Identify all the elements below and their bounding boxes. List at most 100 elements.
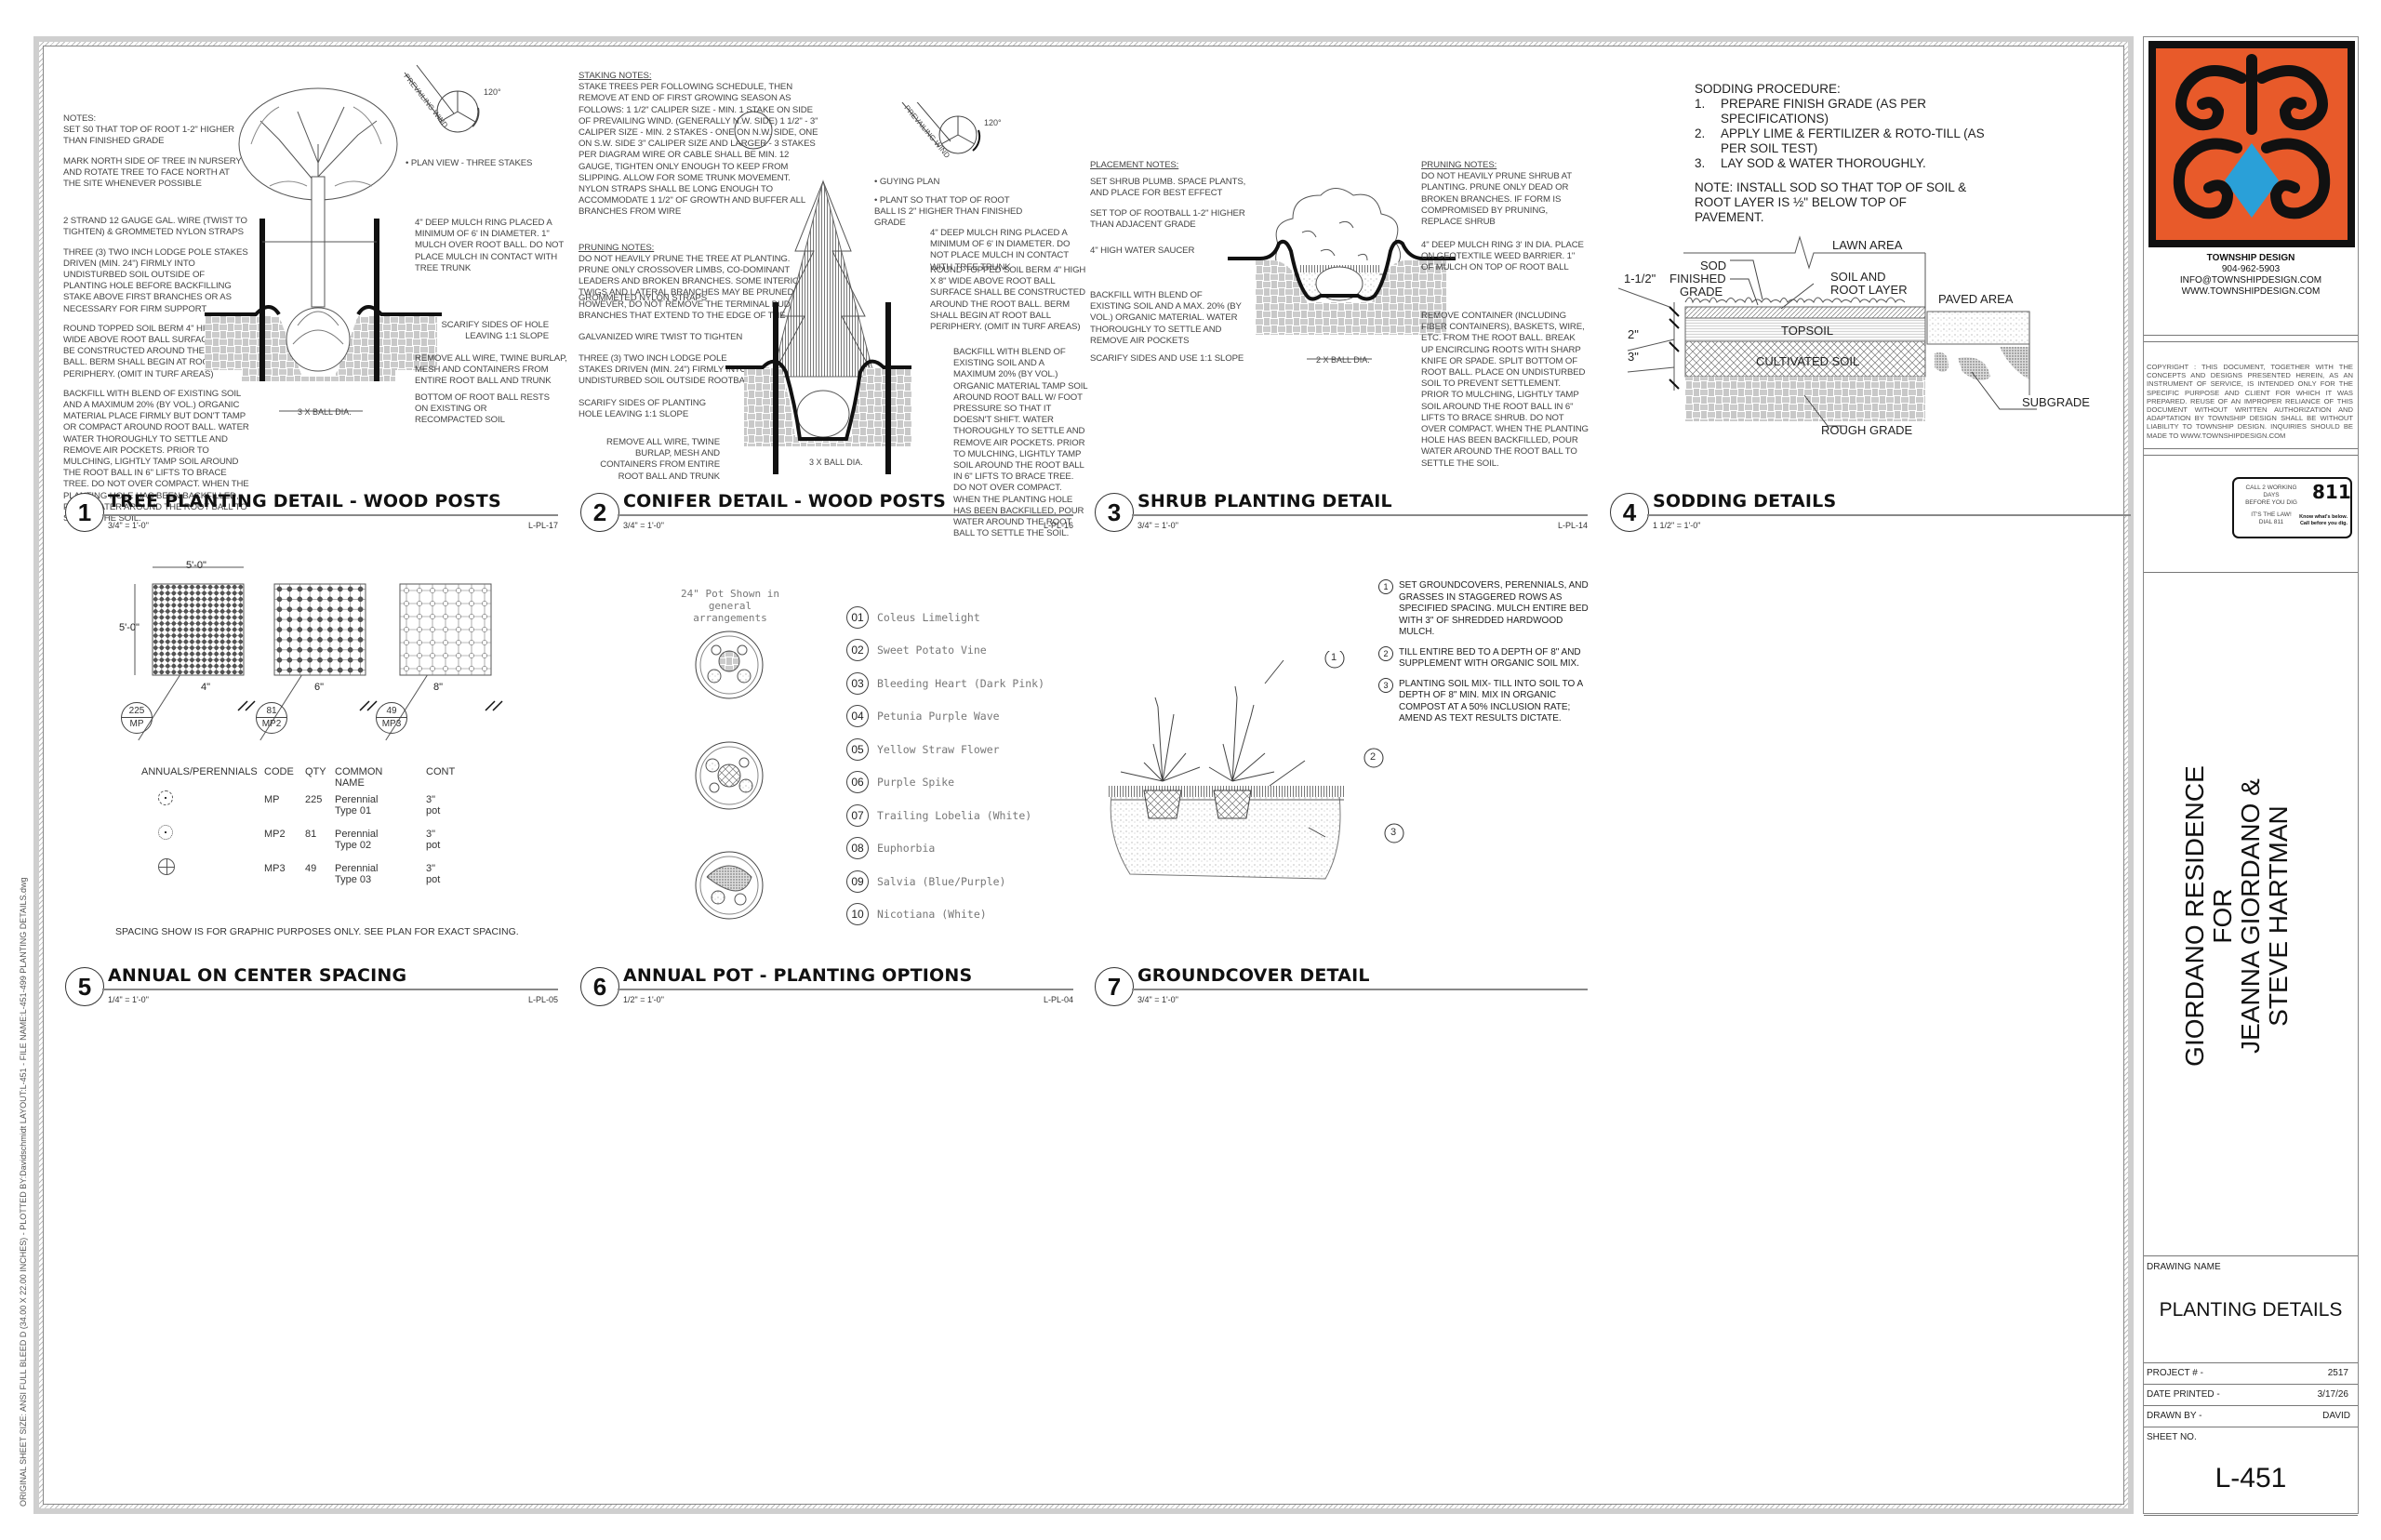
dim-tick bbox=[359, 700, 370, 711]
plant-point bbox=[153, 633, 158, 638]
plant-point bbox=[276, 586, 283, 592]
plant-point bbox=[202, 651, 206, 657]
plant-point bbox=[357, 617, 364, 622]
plant-point bbox=[219, 633, 225, 638]
plant-point bbox=[482, 627, 487, 632]
company-website[interactable]: WWW.TOWNSHIPDESIGN.COM bbox=[2181, 286, 2321, 297]
plant-point bbox=[171, 670, 177, 675]
sodding-step: APPLY LIME & FERTILIZER & ROTO-TILL (AS … bbox=[1721, 126, 1985, 155]
detail-number: 3 bbox=[1095, 493, 1134, 532]
plant-point bbox=[207, 615, 213, 620]
plant-point bbox=[159, 633, 165, 638]
plant-point bbox=[219, 591, 225, 596]
dim-tick bbox=[237, 700, 248, 711]
plant-point bbox=[232, 651, 237, 657]
plant-point bbox=[202, 615, 206, 620]
plant-point bbox=[232, 639, 237, 644]
project-title-line: JEANNA GIORDANO & bbox=[2236, 778, 2265, 1054]
plant-point bbox=[171, 645, 177, 650]
plant-point bbox=[417, 653, 422, 658]
plant-point bbox=[219, 639, 225, 644]
plant-point bbox=[347, 657, 353, 663]
grade-line bbox=[205, 305, 442, 316]
date-printed-value: 3/17/26 bbox=[2317, 1389, 2348, 1400]
plant-point bbox=[226, 663, 232, 669]
plant-point bbox=[202, 645, 206, 650]
company-email[interactable]: INFO@TOWNSHIPDESIGN.COM bbox=[2179, 275, 2322, 285]
company-phone[interactable]: 904-962-5903 bbox=[2221, 264, 2281, 274]
plant-point bbox=[232, 670, 237, 675]
detail-title-text: ANNUAL POT - PLANTING OPTIONS bbox=[623, 965, 973, 986]
call-811-badge: CALL 2 WORKING DAYS BEFORE YOU DIG IT'S … bbox=[2232, 477, 2352, 538]
conifer-guying-label: • GUYING PLAN bbox=[874, 177, 940, 187]
project-title-line: GIORDANO RESIDENCE bbox=[2180, 765, 2209, 1067]
detail-number: 4 bbox=[1610, 493, 1649, 532]
plant-point bbox=[469, 666, 474, 671]
detail-title-text: CONIFER DETAIL - WOOD POSTS bbox=[623, 491, 946, 511]
plant-point bbox=[202, 633, 206, 638]
plant-point bbox=[165, 633, 170, 638]
conifer-angle-label: 120° bbox=[984, 118, 1002, 127]
plant-point bbox=[226, 596, 232, 602]
shrub-pruning-heading: PRUNING NOTES: bbox=[1421, 160, 1497, 170]
plant-point bbox=[195, 670, 201, 675]
plant-point bbox=[165, 621, 170, 626]
plant-point bbox=[178, 621, 182, 626]
plant-point bbox=[238, 627, 244, 632]
plant-point bbox=[178, 591, 182, 596]
plant-point bbox=[307, 627, 313, 632]
drawn-by-value: DAVID bbox=[2322, 1411, 2350, 1421]
plant-point bbox=[286, 596, 293, 603]
plant-point bbox=[337, 646, 343, 653]
row-name: Perennial Type 02 bbox=[335, 829, 379, 851]
detail-title-4: 4 SODDING DETAILS 1 1/2" = 1'-0" bbox=[1610, 491, 2131, 549]
spacing-label-2: 6" bbox=[314, 682, 325, 693]
plan-view-three-stakes bbox=[404, 64, 480, 133]
plant-point bbox=[443, 588, 448, 593]
plant-point bbox=[276, 596, 283, 603]
plant-point bbox=[202, 670, 206, 675]
plant-point bbox=[417, 588, 422, 593]
plant-point bbox=[207, 639, 213, 644]
detail-title-3: 3 SHRUB PLANTING DETAIL 3/4" = 1'-0" L-P… bbox=[1095, 491, 1588, 549]
plant-point bbox=[214, 645, 219, 650]
plant-point bbox=[232, 633, 237, 638]
pot-item-name: Trailing Lobelia (White) bbox=[877, 808, 1032, 822]
plant-point bbox=[307, 586, 313, 592]
conifer-label-scarify: SCARIFY SIDES OF PLANTING HOLE LEAVING 1… bbox=[579, 398, 706, 420]
conifer-label-plant: • PLANT SO THAT TOP OF ROOT BALL IS 2" H… bbox=[874, 195, 1023, 229]
row-code: MP bbox=[264, 794, 280, 805]
soil-pit bbox=[242, 316, 395, 381]
tag-code: MP bbox=[129, 719, 144, 729]
pot-item-name: Petunia Purple Wave bbox=[877, 710, 1000, 724]
plant-point bbox=[430, 653, 435, 658]
plant-point bbox=[207, 663, 213, 669]
plant-point bbox=[165, 609, 170, 614]
tree-notes-heading: NOTES: bbox=[63, 113, 97, 124]
row-cont: 3" pot bbox=[426, 794, 441, 816]
company-info: TOWNSHIP DESIGN 904-962-5903 INFO@TOWNSH… bbox=[2144, 253, 2358, 298]
plant-point bbox=[178, 627, 182, 632]
plant-point bbox=[297, 667, 303, 673]
note-number: 2 bbox=[1378, 645, 1393, 661]
tree-note-3: 2 STRAND 12 GAUGE GAL. WIRE (TWIST TO TI… bbox=[63, 216, 247, 238]
plant-point bbox=[178, 657, 182, 663]
sod-label-dim-2: 2" bbox=[1628, 327, 1639, 341]
plant-point bbox=[165, 591, 170, 596]
plant-point bbox=[297, 637, 303, 643]
sheet-number-label: SHEET NO. bbox=[2147, 1432, 2197, 1442]
title-block: TOWNSHIP DESIGN 904-962-5903 INFO@TOWNSH… bbox=[2143, 36, 2359, 1516]
plant-point bbox=[443, 640, 448, 645]
plant-point bbox=[286, 657, 293, 663]
plant-point bbox=[347, 646, 353, 653]
pot-arrangement-3 bbox=[695, 851, 764, 920]
plant-point bbox=[482, 640, 487, 645]
plant-point bbox=[183, 663, 189, 669]
plant-point bbox=[190, 596, 194, 602]
dig-line: DIAL 811 bbox=[2258, 519, 2284, 525]
